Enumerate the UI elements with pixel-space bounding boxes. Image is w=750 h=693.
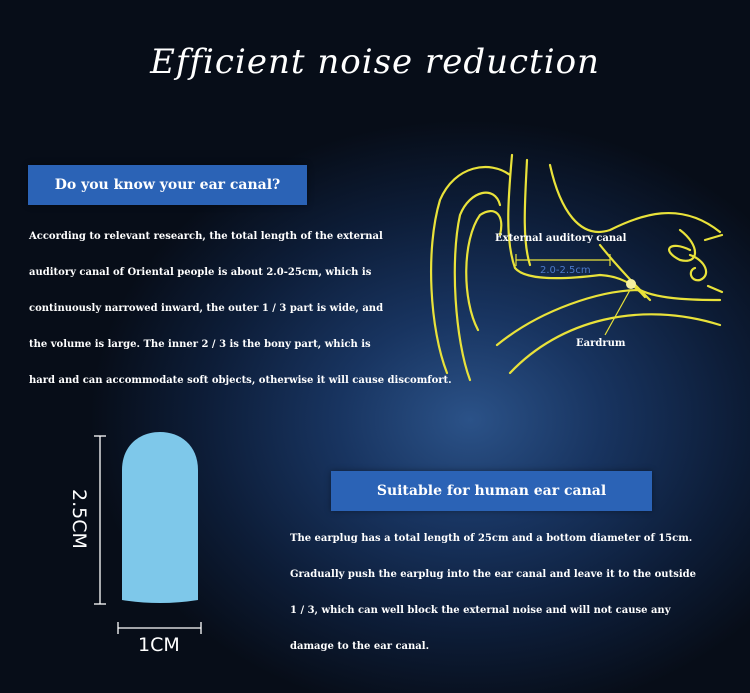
text-line: continuously narrowed inward, the outer … — [29, 303, 384, 314]
eardrum-label: Eardrum — [576, 338, 626, 349]
section1-text: According to relevant research, the tota… — [29, 219, 452, 399]
text-line: auditory canal of Oriental people is abo… — [29, 267, 372, 278]
text-line: hard and can accommodate soft objects, o… — [29, 375, 452, 386]
text-line: 1 / 3, which can well block the external… — [290, 605, 671, 616]
text-line: Gradually push the earplug into the ear … — [290, 569, 696, 580]
text-line: damage to the ear canal. — [290, 641, 430, 652]
width-dimension: 1CM — [138, 634, 180, 656]
text-line: According to relevant research, the tota… — [29, 231, 383, 242]
section2-heading: Suitable for human ear canal — [331, 471, 652, 511]
canal-label: External auditory canal — [495, 233, 627, 244]
text-line: The earplug has a total length of 25cm a… — [290, 533, 693, 544]
section2-text: The earplug has a total length of 25cm a… — [290, 521, 696, 665]
height-dimension: 2.5CM — [68, 489, 90, 549]
section1-heading: Do you know your ear canal? — [28, 165, 307, 205]
eardrum-marker — [626, 279, 636, 289]
page-title: Efficient noise reduction — [150, 42, 600, 82]
text-line: the volume is large. The inner 2 / 3 is … — [29, 339, 371, 350]
earplug-image — [122, 432, 198, 603]
length-label: 2.0-2.5cm — [540, 265, 591, 276]
